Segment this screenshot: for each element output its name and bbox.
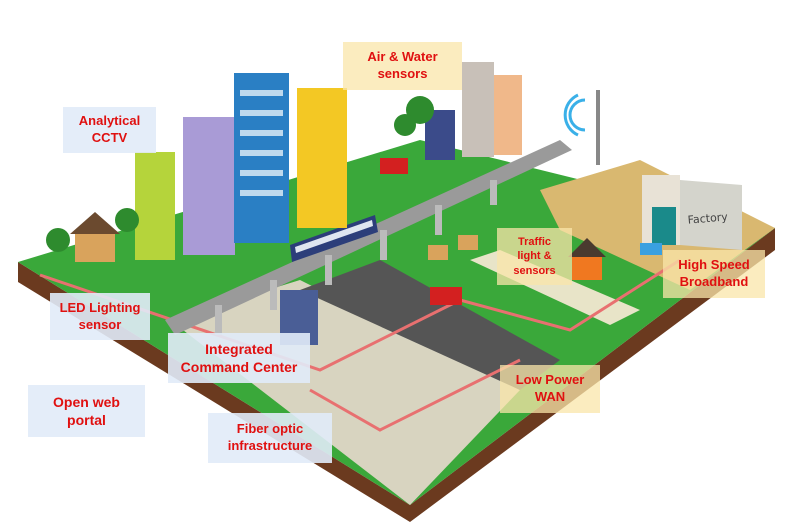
label-high-speed-broadband: High Speed Broadband <box>663 250 765 298</box>
trees <box>46 96 434 252</box>
label-led-lighting-sensor: LED Lighting sensor <box>50 293 150 340</box>
label-integrated-command-center: Integrated Command Center <box>168 333 310 383</box>
houses <box>70 212 606 280</box>
bus <box>380 158 408 174</box>
label-air-water-sensors: Air & Water sensors <box>343 42 462 90</box>
factory: Factory <box>642 175 742 250</box>
label-traffic-light-sensors: Traffic light & sensors <box>497 228 572 285</box>
fiber-line <box>309 358 521 432</box>
label-fiber-optic-infrastructure: Fiber optic infrastructure <box>208 413 332 463</box>
label-low-power-wan: Low Power WAN <box>500 365 600 413</box>
truck <box>640 243 662 255</box>
buildings <box>135 62 522 345</box>
elevated-rail <box>165 140 572 335</box>
label-analytical-cctv: Analytical CCTV <box>63 107 156 153</box>
road <box>300 260 560 390</box>
label-open-web-portal: Open web portal <box>28 385 145 437</box>
factory-sign: Factory <box>687 210 729 226</box>
bus <box>430 287 462 305</box>
